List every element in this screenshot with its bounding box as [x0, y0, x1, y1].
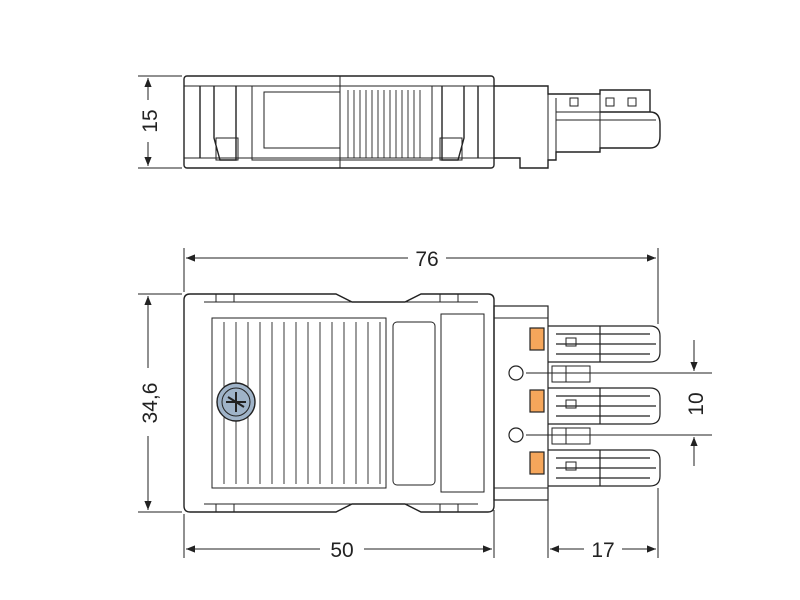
- dim-body-length-label: 50: [330, 539, 353, 562]
- pins: [508, 325, 661, 487]
- dim-pitch: [526, 340, 712, 466]
- coding-hole-2: [508, 427, 524, 443]
- fixing-screw: [216, 382, 256, 422]
- side-housing: [183, 75, 495, 169]
- dim-height-side: [138, 75, 182, 169]
- dim-height-side-label: 15: [139, 109, 162, 132]
- side-view: [183, 75, 661, 169]
- side-left-latch: [199, 86, 237, 161]
- dim-overall-length-label: 76: [415, 248, 438, 271]
- side-ribs: [347, 90, 421, 158]
- dim-overall-length: [183, 248, 659, 324]
- screw-slot-icon: [226, 392, 246, 412]
- dim-width-label: 34,6: [139, 383, 162, 424]
- label-field: [392, 321, 436, 486]
- side-right-latch: [441, 86, 479, 161]
- dim-width: [138, 293, 182, 513]
- pin-2-orange-contact: [529, 389, 545, 413]
- pin-3-orange-contact: [529, 451, 545, 475]
- top-housing: [183, 293, 495, 513]
- pin-3: [529, 449, 661, 487]
- marker-field: [440, 313, 485, 493]
- dim-pin-length-label: 17: [591, 539, 614, 562]
- connector-block: [493, 305, 549, 501]
- dim-pin-length: [547, 488, 659, 558]
- dim-pitch-label: 10: [685, 392, 708, 415]
- side-plug: [494, 85, 661, 169]
- pin-2: [529, 387, 661, 425]
- pin-1-orange-contact: [529, 327, 545, 351]
- pin-1: [529, 325, 661, 363]
- coding-hole-1: [508, 365, 524, 381]
- dim-body-length: [183, 510, 495, 558]
